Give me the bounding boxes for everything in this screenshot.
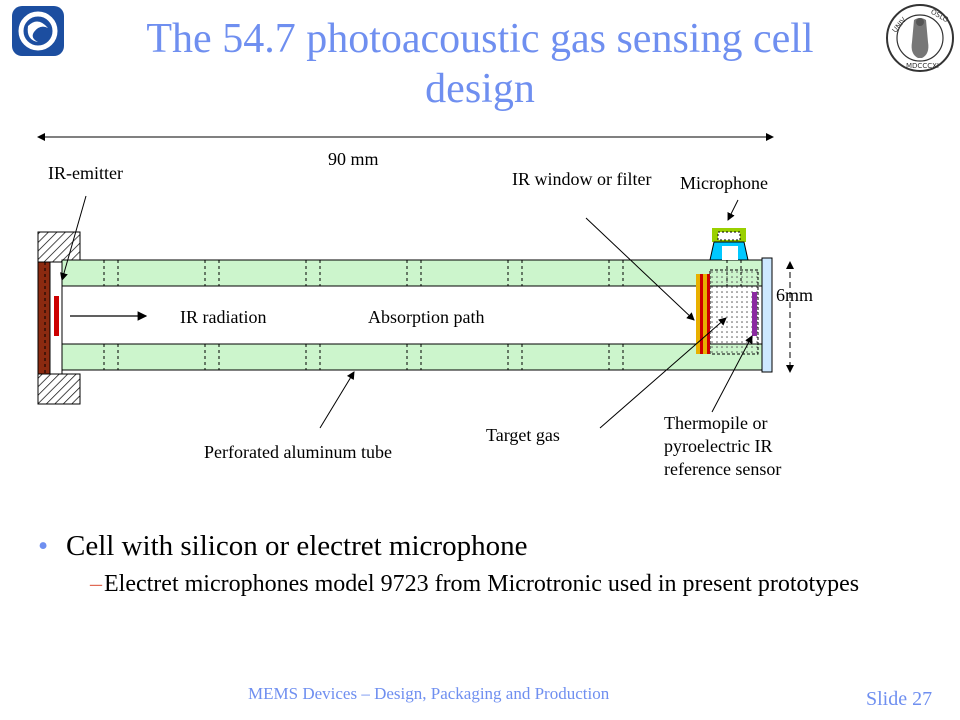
gas-chamber <box>709 269 759 355</box>
cell-diagram <box>37 133 794 429</box>
end-cap <box>761 257 773 373</box>
perforated-tube <box>61 259 763 371</box>
svg-text:MDCCCXI: MDCCCXI <box>906 62 939 70</box>
bullet-dot-icon: • <box>38 530 49 562</box>
bullet-main: • Cell with silicon or electret micropho… <box>38 528 938 564</box>
slide-title: The 54.7 photoacoustic gas sensing cell … <box>146 16 814 112</box>
tube-leader <box>319 371 355 429</box>
target-gas-label: Target gas <box>486 425 560 445</box>
absorption-path-label: Absorption path <box>368 307 485 327</box>
ir-radiation-label: IR radiation <box>180 307 267 327</box>
ir-window-leader <box>585 217 695 321</box>
slide-number: Slide 27 <box>866 688 933 710</box>
length-label: 90 mm <box>328 149 379 169</box>
bullet-dash-icon: – <box>90 571 102 597</box>
bullet-sub-text: Electret microphones model 9723 from Mic… <box>104 571 860 597</box>
microphone <box>709 228 749 261</box>
ir-window-label: IR window or filter <box>512 169 652 189</box>
thermopile-label: Thermopile or pyroelectric IR reference … <box>664 413 782 479</box>
ir-window-filter <box>696 274 710 354</box>
microphone-label: Microphone <box>680 173 768 193</box>
thermopile-leader <box>711 335 753 413</box>
emitter-housing <box>37 231 81 405</box>
thermopile-sensor <box>752 292 757 336</box>
university-seal-logo: UNIV OSLO MDCCCXI <box>886 4 954 72</box>
perforated-tube-label: Perforated aluminum tube <box>204 442 392 462</box>
institute-logo <box>12 6 64 56</box>
bullet-list: • Cell with silicon or electret micropho… <box>38 528 938 599</box>
ir-emitter-label: IR-emitter <box>48 163 123 183</box>
ir-emitter-leader <box>60 195 87 281</box>
microphone-leader <box>727 199 739 221</box>
target-gas-leader <box>599 317 727 429</box>
footer-text: MEMS Devices – Design, Packaging and Pro… <box>248 684 610 703</box>
bullet-sub: – Electret microphones model 9723 from M… <box>38 570 904 599</box>
bullet-main-text: Cell with silicon or electret microphone <box>66 530 528 562</box>
height-label: 6mm <box>776 285 814 305</box>
